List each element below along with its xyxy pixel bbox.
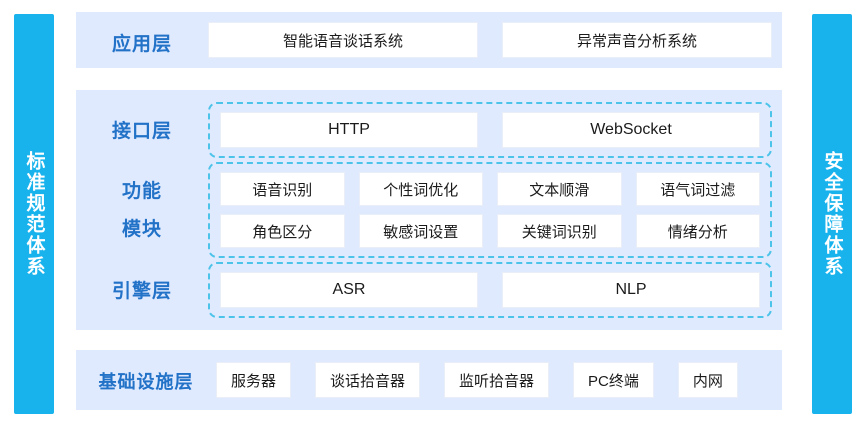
infrastructure-layer-panel: 基础设施层 服务器 谈话拾音器 监听拾音器 PC终端 内网	[76, 350, 782, 410]
function-item-sensitive-word-settings[interactable]: 敏感词设置	[358, 214, 483, 248]
interface-layer-label: 接口层	[111, 121, 172, 142]
right-vertical-bar-label: 安全保障体系	[821, 151, 843, 277]
application-item-abnormal-sound-analysis-system[interactable]: 异常声音分析系统	[502, 22, 772, 58]
function-module-group: 语音识别 个性词优化 文本顺滑 语气词过滤 角色区分 敏感词设置 关键词识别 情…	[208, 162, 772, 258]
engine-item-nlp[interactable]: NLP	[502, 272, 760, 308]
application-layer-items: 智能语音谈话系统 异常声音分析系统	[208, 22, 772, 58]
engine-item-asr[interactable]: ASR	[220, 272, 478, 308]
engine-layer-group: ASR NLP	[208, 262, 772, 318]
function-item-personalized-word-optimization[interactable]: 个性词优化	[358, 172, 483, 206]
left-vertical-bar: 标准规范体系	[14, 14, 54, 414]
interface-layer-group: HTTP WebSocket	[208, 102, 772, 158]
infrastructure-item-pc-terminal[interactable]: PC终端	[573, 362, 654, 398]
engine-layer-label: 引擎层	[111, 281, 172, 302]
application-layer-label: 应用层	[111, 34, 172, 55]
function-module-row-2: 角色区分 敏感词设置 关键词识别 情绪分析	[220, 214, 760, 248]
function-module-row-1: 语音识别 个性词优化 文本顺滑 语气词过滤	[220, 172, 760, 206]
right-vertical-bar: 安全保障体系	[812, 14, 852, 414]
interface-item-websocket[interactable]: WebSocket	[502, 112, 760, 148]
function-item-modal-particle-filtering[interactable]: 语气词过滤	[635, 172, 760, 206]
application-item-voice-interview-system[interactable]: 智能语音谈话系统	[208, 22, 478, 58]
infrastructure-item-server[interactable]: 服务器	[216, 362, 292, 398]
function-module-label-line2: 模块	[121, 219, 162, 240]
function-module-label-line1: 功能	[121, 181, 162, 202]
interface-item-http[interactable]: HTTP	[220, 112, 478, 148]
infrastructure-item-intranet[interactable]: 内网	[677, 362, 738, 398]
infrastructure-item-interview-microphone[interactable]: 谈话拾音器	[315, 362, 421, 398]
function-item-text-smoothing[interactable]: 文本顺滑	[497, 172, 622, 206]
core-layers-panel: 接口层 功能 模块 引擎层 HTTP WebSocket 语音识别 个性词优化 …	[76, 90, 782, 330]
function-item-sentiment-analysis[interactable]: 情绪分析	[635, 214, 760, 248]
function-item-role-differentiation[interactable]: 角色区分	[220, 214, 345, 248]
application-layer-panel: 应用层 智能语音谈话系统 异常声音分析系统	[76, 12, 782, 68]
infrastructure-layer-label: 基础设施层	[98, 372, 194, 392]
infrastructure-layer-items: 服务器 谈话拾音器 监听拾音器 PC终端 内网	[216, 362, 738, 398]
left-vertical-bar-label: 标准规范体系	[23, 151, 45, 277]
function-item-speech-recognition[interactable]: 语音识别	[220, 172, 345, 206]
function-item-keyword-recognition[interactable]: 关键词识别	[497, 214, 622, 248]
infrastructure-item-monitoring-microphone[interactable]: 监听拾音器	[444, 362, 550, 398]
